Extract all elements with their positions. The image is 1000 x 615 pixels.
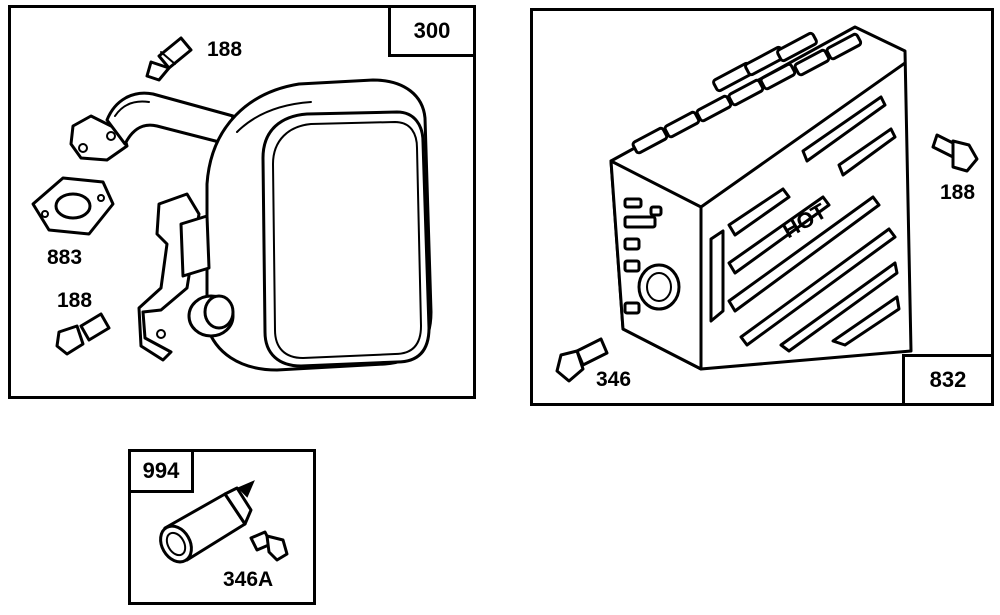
spark-arrester-icon <box>159 480 255 564</box>
bolt-icon <box>55 312 111 356</box>
callout-188-top: 188 <box>207 38 243 61</box>
vent-slots-top <box>631 31 863 155</box>
bolt-icon <box>931 133 979 173</box>
screw-icon <box>555 337 609 383</box>
mounting-bracket <box>137 192 201 362</box>
part-tag-994: 994 <box>128 449 194 493</box>
callout-346: 346 <box>596 368 632 391</box>
spark-arrester-drawing <box>159 480 289 564</box>
part-tag-832: 832 <box>902 354 994 406</box>
part-tag-300: 300 <box>388 5 476 57</box>
callout-188-left: 188 <box>57 289 93 312</box>
vent-slots-front <box>709 95 901 353</box>
flange-hole-icon <box>78 143 88 153</box>
callout-188-right: 188 <box>940 181 976 204</box>
bolt-icon <box>145 36 193 82</box>
guard-drawing: HOT <box>555 25 979 383</box>
flange-hole-icon <box>106 131 116 141</box>
exhaust-pipe <box>105 91 235 146</box>
side-cutouts <box>623 197 681 315</box>
screw-icon <box>249 530 289 562</box>
spark-arrester-panel: 994 346A <box>128 449 316 605</box>
muffler-panel: 300 188 883 188 <box>8 5 476 399</box>
callout-883: 883 <box>47 246 83 269</box>
muffler-drawing <box>31 36 433 372</box>
callout-346A: 346A <box>223 568 274 591</box>
guard-panel: HOT 832 188 346 <box>530 8 994 406</box>
